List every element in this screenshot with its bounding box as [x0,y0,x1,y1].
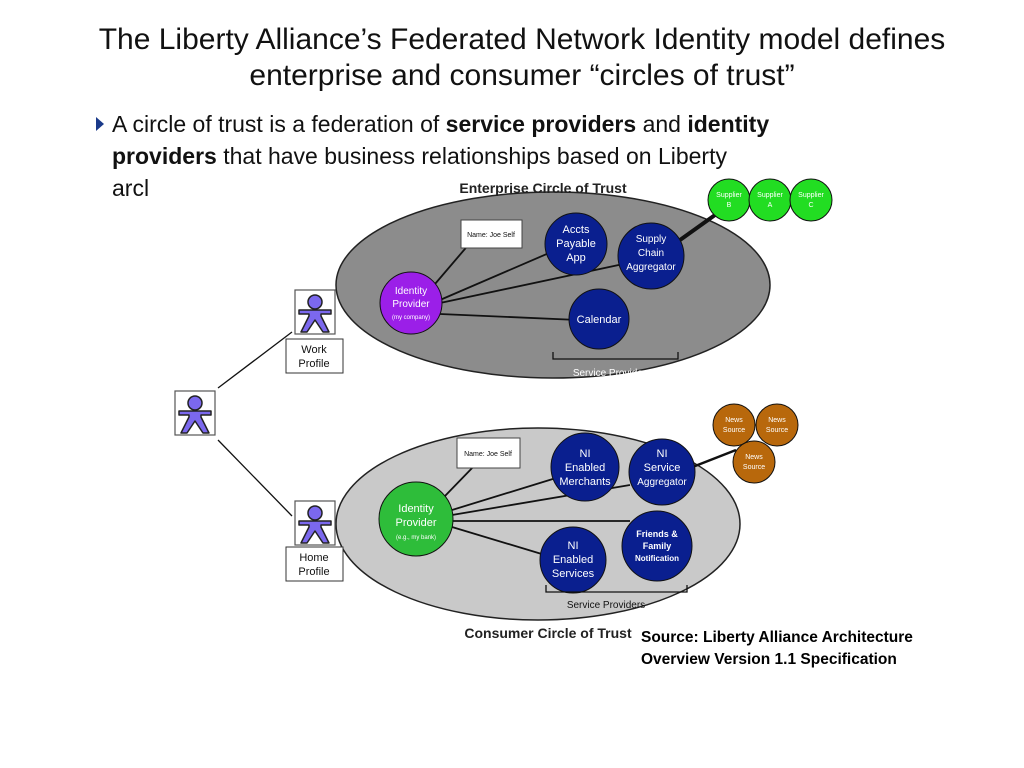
home-person-icon [294,500,336,546]
supply-line-1: Supply [636,234,667,245]
merchants-line-1: NI [580,448,591,460]
enterprise-idp-sub: (my company) [392,315,430,321]
title-line-1: The Liberty Alliance’s Federated Network… [98,23,946,56]
consumer-title: Consumer Circle of Trust [464,625,632,641]
enterprise-sp-label: Service Providers [573,368,651,379]
supplier-a-line-1: Supplier [757,192,783,199]
bullet-bold-2: identity [687,111,770,137]
supplier-c-line-2: C [808,202,813,209]
friends-line-2: Family [643,541,672,551]
consumer-sp-label: Service Providers [567,600,645,611]
bullet-part-3: that have business relationships based o… [216,143,727,169]
enterprise-name-tag-text: Name: Joe Self [467,232,515,239]
friends-line-3: Notification [635,554,679,563]
supplier-b [707,178,751,222]
enterprise-links [434,213,717,321]
supply-chain-node [617,222,685,290]
consumer-idp-sub: (e.g., my bank) [396,535,436,541]
enterprise-identity-provider [379,271,443,335]
supplier-c-line-1: Supplier [798,192,824,199]
services-line-1: NI [568,540,579,552]
news-source-1 [712,403,756,447]
bullet-bold-1: service providers [445,111,637,137]
accts-line-1: Accts [563,224,590,236]
bullet-arrow-icon [96,117,104,131]
services-line-2: Enabled [553,554,593,566]
supplier-b-line-1: Supplier [716,192,742,199]
bullet-part-4: arcl [112,175,150,201]
enterprise-idp-line-2: Provider [392,299,430,310]
news-2-line-1: News [768,417,786,424]
accts-line-2: Payable [556,238,596,250]
aggregator-line-1: NI [657,448,668,460]
accts-line-3: App [566,252,586,264]
work-person-icon [294,289,336,335]
enterprise-title: Enterprise Circle of Trust [459,180,627,196]
bullet-part-1: A circle of trust is a federation of [112,111,446,137]
supplier-b-line-2: B [727,202,732,209]
accts-payable-node [544,212,608,276]
friends-line-1: Friends & [636,529,678,539]
news-1-line-1: News [725,417,743,424]
bullet-bold-3: providers [112,143,217,169]
consumer-name-tag [456,437,521,469]
ni-services-node [539,526,607,594]
bullet-text: A circle of trust is a federation of ser… [96,108,912,204]
news-2-line-2: Source [766,427,788,434]
supply-line-2: Chain [638,248,664,259]
services-line-3: Services [552,568,595,580]
consumer-sp-bracket [545,585,688,593]
news-3-line-2: Source [743,464,765,471]
enterprise-idp-line-1: Identity [395,286,427,297]
consumer-identity-provider [378,481,454,557]
consumer-idp-line-2: Provider [396,517,437,529]
supplier-a-line-2: A [768,202,773,209]
central-person-icon [174,390,216,436]
supplier-a [748,178,792,222]
ni-merchants-node [550,432,620,502]
enterprise-name-tag [460,219,523,249]
news-1-line-2: Source [723,427,745,434]
calendar-label: Calendar [577,314,622,326]
consumer-idp-line-1: Identity [398,503,434,515]
supply-line-3: Aggregator [626,262,676,273]
link-to-home [217,439,293,517]
merchants-line-2: Enabled [565,462,605,474]
friends-family-node [621,510,693,582]
source-citation: Source: Liberty Alliance Architecture Ov… [641,627,913,671]
home-profile-line-1: Home [299,552,328,564]
news-source-2 [755,403,799,447]
aggregator-line-2: Service [644,462,681,474]
link-to-work [217,331,293,389]
work-profile-line-1: Work [301,344,327,356]
enterprise-sp-bracket [552,352,679,360]
bullet-part-2: and [636,111,688,137]
slide-title: The Liberty Alliance’s Federated Network… [20,22,1024,94]
ni-aggregator-node [628,438,696,506]
merchants-line-3: Merchants [559,476,611,488]
news-3-line-1: News [745,454,763,461]
home-profile-line-2: Profile [298,566,329,578]
work-profile-line-2: Profile [298,358,329,370]
title-line-2: enterprise and consumer “circles of trus… [249,59,795,92]
supplier-c [789,178,833,222]
source-line-2: Overview Version 1.1 Specification [641,651,897,668]
calendar-node [568,288,630,350]
news-source-3 [732,440,776,484]
aggregator-line-3: Aggregator [637,477,687,488]
source-line-1: Source: Liberty Alliance Architecture [641,629,913,646]
consumer-name-tag-text: Name: Joe Self [464,451,512,458]
